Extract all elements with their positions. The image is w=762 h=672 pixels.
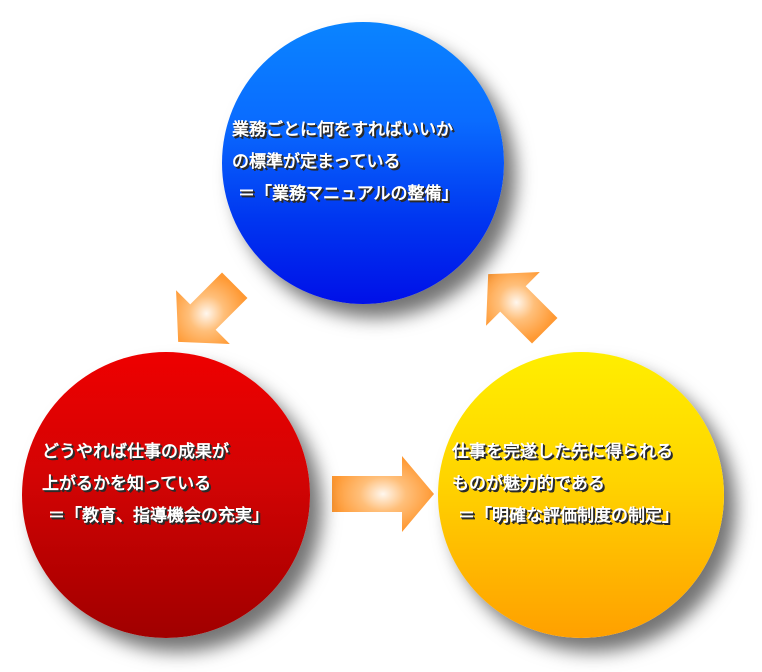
circle-line: ＝「明確な評価制度の制定」 [458,506,679,526]
arrow-yellow-to-blue-icon [486,272,558,344]
circle-line: 業務ごとに何をすればいいか [232,120,453,140]
circle-text: 仕事を完遂した先に得られる ものが魅力的である ＝「明確な評価制度の制定」 [452,436,724,532]
circle-text: どうやれば仕事の成果が 上がるかを知っている ＝「教育、指導機会の充実」 [42,436,310,532]
circle-line: ＝「業務マニュアルの整備」 [238,184,459,204]
circle-line: 仕事を完遂した先に得られる [452,442,673,462]
arrow-blue-to-red-icon [176,272,248,344]
circle-evaluation: 仕事を完遂した先に得られる ものが魅力的である ＝「明確な評価制度の制定」 [438,352,724,638]
circle-line: ものが魅力的である [452,474,605,494]
circle-manual-standard: 業務ごとに何をすればいいか の標準が定まっている ＝「業務マニュアルの整備」 [222,22,504,304]
arrow-red-to-yellow-icon [332,456,434,532]
circle-line: ＝「教育、指導機会の充実」 [48,506,269,526]
circle-education: どうやれば仕事の成果が 上がるかを知っている ＝「教育、指導機会の充実」 [22,352,310,638]
circle-line: 上がるかを知っている [42,474,212,494]
circle-line: の標準が定まっている [232,152,401,172]
circle-text: 業務ごとに何をすればいいか の標準が定まっている ＝「業務マニュアルの整備」 [232,114,504,210]
circle-line: どうやれば仕事の成果が [42,442,229,462]
